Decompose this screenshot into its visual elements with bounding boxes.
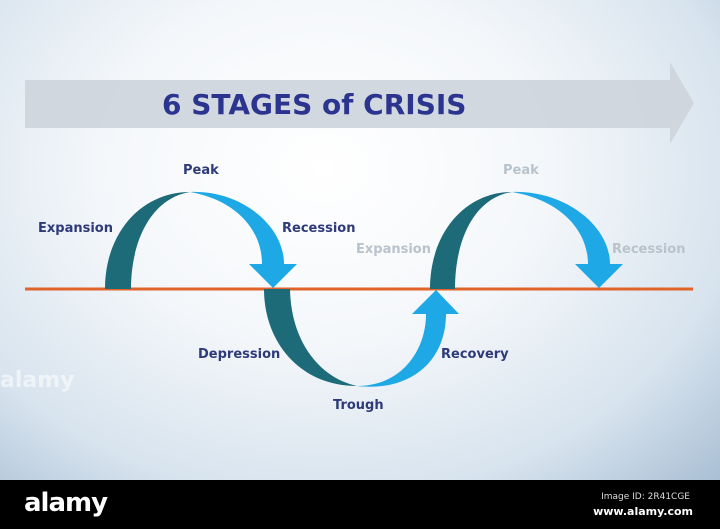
banner-arrow xyxy=(25,62,694,144)
label-peak-1: Peak xyxy=(183,163,219,178)
alamy-logo: alamy xyxy=(24,488,108,518)
label-depression: Depression xyxy=(198,347,281,362)
label-recession-1: Recession xyxy=(282,221,356,236)
depression-arc xyxy=(264,289,357,386)
diagram-title: 6 STAGES of CRISIS xyxy=(162,88,467,121)
label-recession-2: Recession xyxy=(612,242,686,257)
image-id: Image ID: 2R41CGE xyxy=(601,492,690,502)
footer-bar: alamy Image ID: 2R41CGE www.alamy.com xyxy=(0,480,720,529)
label-peak-2: Peak xyxy=(503,163,539,178)
expansion-arc-1 xyxy=(105,192,190,289)
expansion-arc-2 xyxy=(430,192,512,289)
label-expansion-2: Expansion xyxy=(356,242,431,257)
recovery-arrow xyxy=(357,290,459,387)
recession-arrow-1 xyxy=(190,191,297,288)
label-expansion-1: Expansion xyxy=(38,221,113,236)
label-trough: Trough xyxy=(333,398,384,413)
site-url: www.alamy.com xyxy=(593,505,693,518)
label-recovery: Recovery xyxy=(441,347,509,362)
diagram-canvas xyxy=(25,62,694,387)
recession-arrow-2 xyxy=(512,191,623,288)
watermark: alamy xyxy=(0,368,75,393)
